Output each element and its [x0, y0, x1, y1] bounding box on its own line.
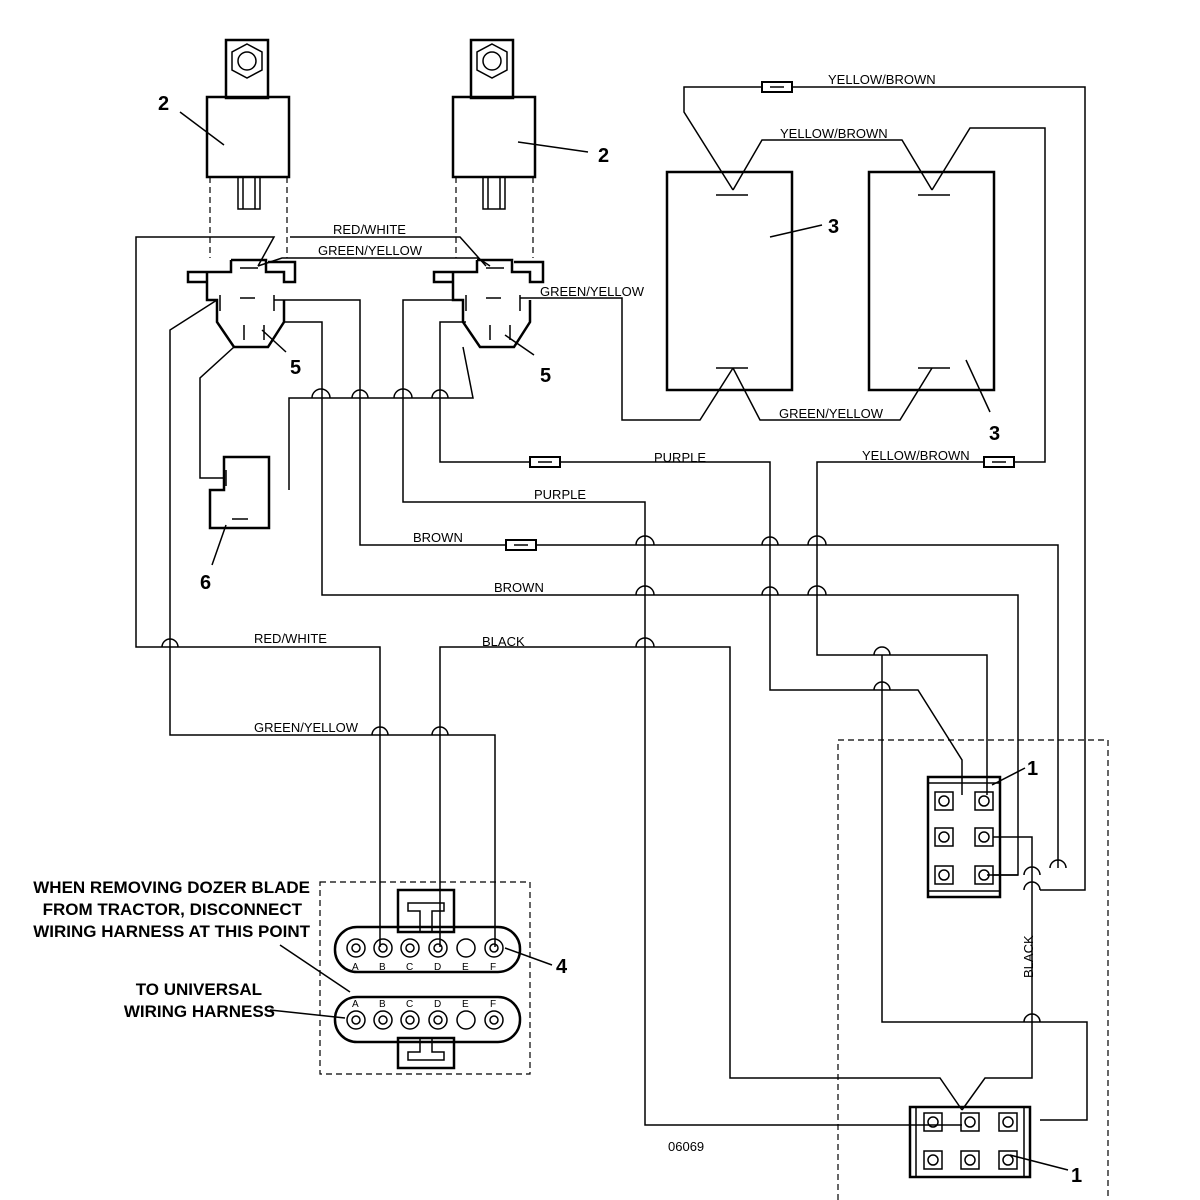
switch-bottom — [908, 1105, 1032, 1179]
pin-label: C — [406, 999, 413, 1010]
wire-label-red-white-bottom: RED/WHITE — [254, 631, 327, 646]
wire-label-black-bottom: BLACK — [482, 634, 525, 649]
wire-label-yellow-brown-top: YELLOW/BROWN — [828, 72, 936, 87]
solenoid-left — [205, 38, 291, 258]
note-line: WIRING HARNESS AT THIS POINT — [33, 922, 310, 941]
connector-pin-labels-upper: A B C D E F — [352, 962, 496, 973]
pin-label: D — [434, 999, 441, 1010]
pin-label: A — [352, 999, 359, 1010]
wire-label-brown-2: BROWN — [494, 580, 544, 595]
callout-number-group: 1 1 2 2 3 3 4 5 5 6 — [158, 93, 1082, 1187]
wire-label-yellow-brown-right: YELLOW/BROWN — [862, 448, 970, 463]
callout-4-connector: 4 — [556, 956, 568, 978]
wire-label-purple-1: PURPLE — [654, 450, 706, 465]
callout-2-solenoid-left: 2 — [158, 93, 169, 115]
pin-label: C — [406, 962, 413, 973]
wire-label-green-yellow-top: GREEN/YELLOW — [318, 243, 423, 258]
wire-label-yellow-brown-mid: YELLOW/BROWN — [780, 126, 888, 141]
light-left — [665, 170, 794, 392]
wire-label-group: YELLOW/BROWN YELLOW/BROWN RED/WHITE GREE… — [254, 72, 1036, 978]
callout-3-light-left: 3 — [828, 216, 839, 238]
wires — [135, 86, 1088, 1126]
note-line: TO UNIVERSAL — [136, 980, 262, 999]
connector-lower — [333, 995, 522, 1070]
drawing-number: 06069 — [668, 1139, 704, 1154]
wire-label-brown-1: BROWN — [413, 530, 463, 545]
pin-label: B — [379, 999, 386, 1010]
relay-right — [432, 258, 545, 349]
callout-1-switch-top: 1 — [1027, 758, 1038, 780]
callout-5-relay-right: 5 — [540, 365, 551, 387]
pin-label: A — [352, 962, 359, 973]
disconnect-note: WHEN REMOVING DOZER BLADE FROM TRACTOR, … — [33, 878, 310, 941]
pin-label: F — [490, 962, 496, 973]
wire-label-green-yellow-right: GREEN/YELLOW — [540, 284, 645, 299]
relay-left — [186, 258, 297, 349]
note-line: WIRING HARNESS — [124, 1002, 275, 1021]
light-right — [867, 170, 996, 392]
pin-label: E — [462, 962, 469, 973]
inline-fuses — [505, 81, 1015, 551]
switch-top — [926, 775, 1033, 899]
wire-label-red-white-top: RED/WHITE — [333, 222, 406, 237]
harness-note: TO UNIVERSAL WIRING HARNESS — [124, 980, 275, 1021]
callout-6-diode: 6 — [200, 572, 211, 594]
diode-module — [208, 455, 271, 530]
callout-1-switch-bottom: 1 — [1071, 1165, 1082, 1187]
solenoid-right — [451, 38, 537, 258]
callout-2-solenoid-right: 2 — [598, 145, 609, 167]
leader-lines — [179, 111, 1069, 1171]
connector-upper — [333, 888, 522, 974]
callout-3-light-right: 3 — [989, 423, 1000, 445]
pin-label: E — [462, 999, 469, 1010]
pin-label: B — [379, 962, 386, 973]
callout-5-relay-left: 5 — [290, 357, 301, 379]
wire-label-green-yellow-bottom: GREEN/YELLOW — [254, 720, 359, 735]
wire-hops — [161, 388, 1067, 1023]
pin-label: F — [490, 999, 496, 1010]
wire-label-purple-2: PURPLE — [534, 487, 586, 502]
pin-label: D — [434, 962, 441, 973]
wire-label-black-vertical: BLACK — [1021, 935, 1036, 978]
note-line: FROM TRACTOR, DISCONNECT — [43, 900, 303, 919]
note-line: WHEN REMOVING DOZER BLADE — [33, 878, 310, 897]
switch-panel-outline — [837, 739, 1109, 1200]
connector-outline — [319, 881, 531, 1075]
connector-pin-labels-lower: A B C D E F — [352, 999, 496, 1010]
wire-label-green-yellow-lower: GREEN/YELLOW — [779, 406, 884, 421]
